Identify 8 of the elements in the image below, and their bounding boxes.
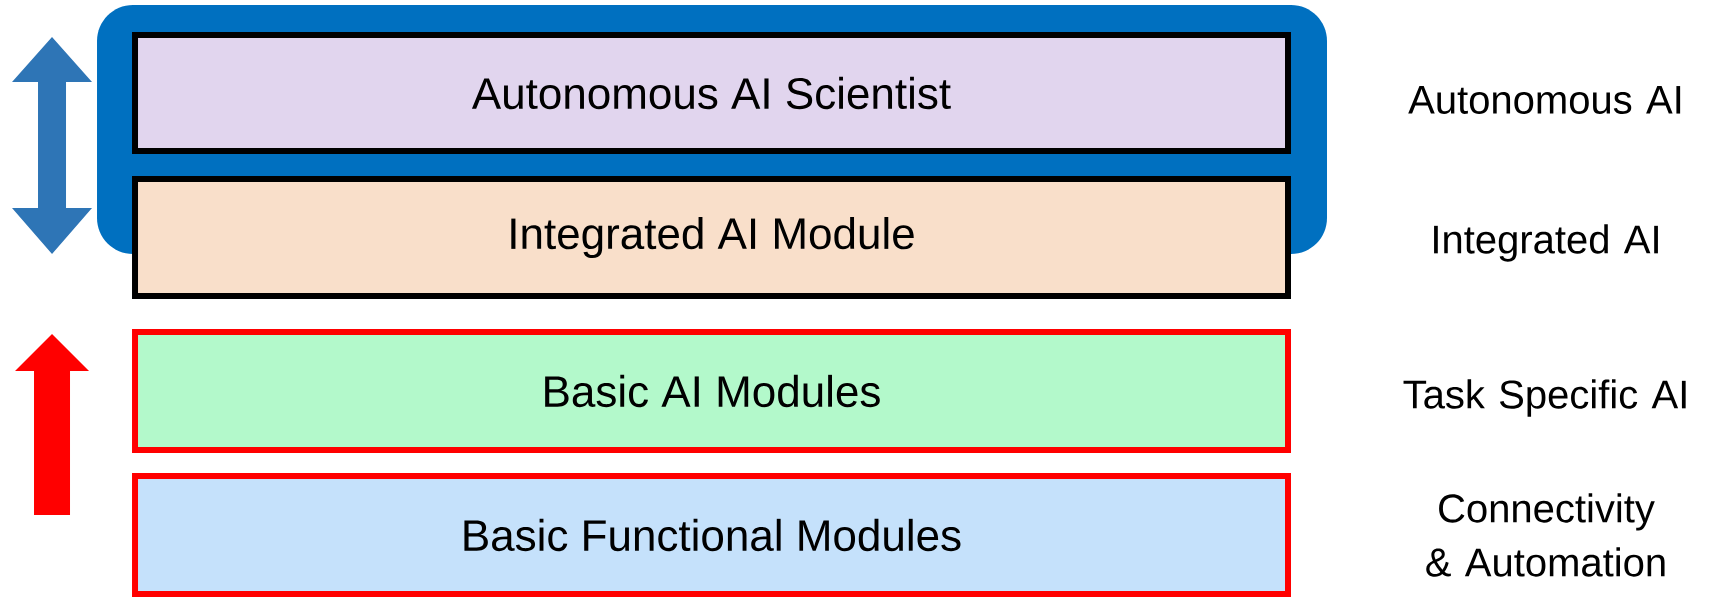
layer-box: Integrated AI Module bbox=[132, 176, 1291, 299]
level-label: Integrated AI bbox=[1434, 224, 1658, 262]
layer-box: Basic AI Modules bbox=[132, 329, 1291, 453]
level-label: Autonomous AI bbox=[1408, 86, 1681, 114]
level-label: Connectivity & Automation bbox=[1426, 493, 1665, 577]
layer-box: Basic Functional Modules bbox=[132, 473, 1291, 597]
level-label: Task Specific AI bbox=[1403, 379, 1686, 417]
layer-box: Autonomous AI Scientist bbox=[132, 32, 1291, 154]
